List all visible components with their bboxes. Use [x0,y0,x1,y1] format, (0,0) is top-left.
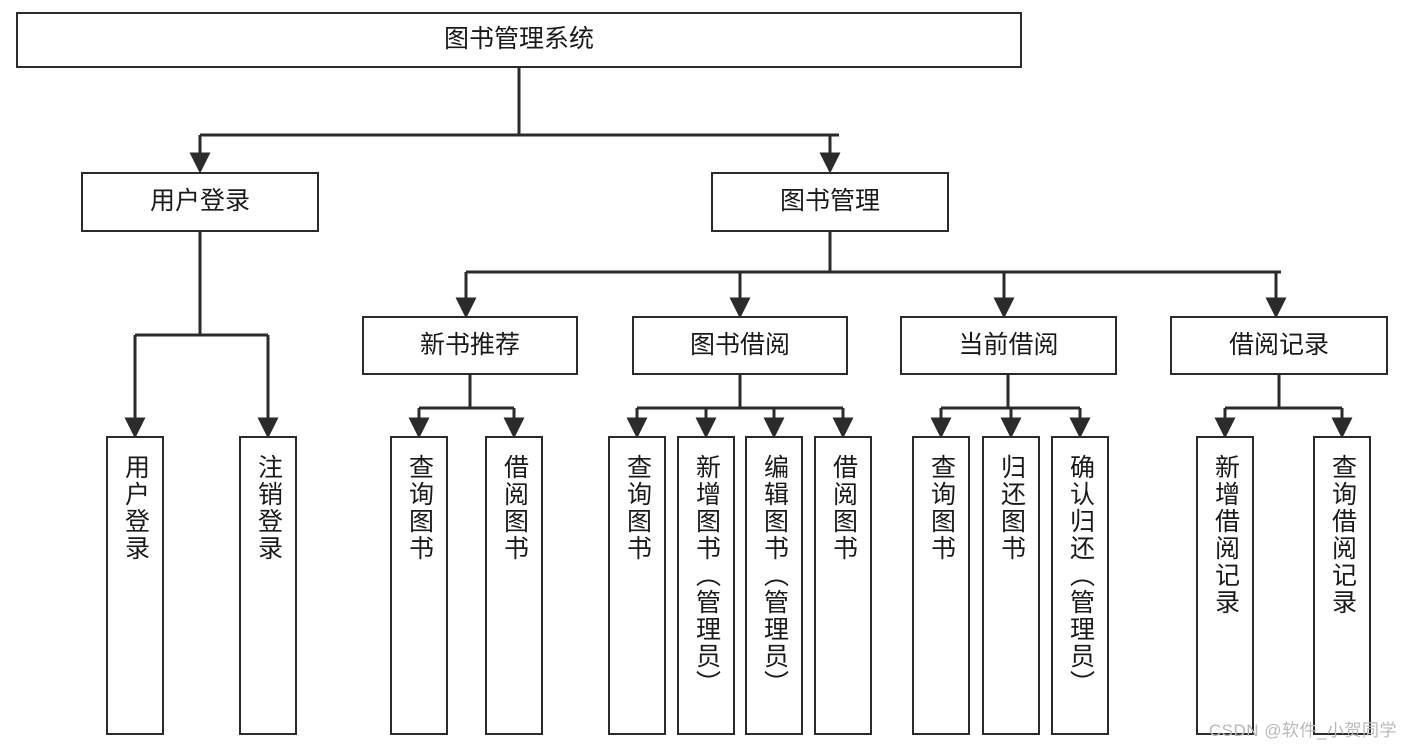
node-leaf-query-record[interactable]: 查询借阅记录 [1313,436,1371,735]
node-leaf-edit-book-label: 编辑图书（管理员） [760,454,789,697]
node-leaf-borrow-book-1-label: 借阅图书 [500,454,529,562]
node-book-borrow[interactable]: 图书借阅 [632,316,848,375]
node-book-manage-label: 图书管理 [779,187,880,216]
node-book-borrow-label: 图书借阅 [689,330,790,359]
node-new-book-recommend[interactable]: 新书推荐 [362,316,578,375]
node-leaf-confirm-return[interactable]: 确认归还（管理员） [1051,436,1109,735]
node-leaf-user-login[interactable]: 用户登录 [106,436,164,735]
node-leaf-add-book-label: 新增图书（管理员） [692,454,721,697]
node-leaf-return-book[interactable]: 归还图书 [982,436,1040,735]
node-root-label: 图书管理系统 [443,25,594,54]
node-leaf-query-book-2-label: 查询图书 [623,454,652,562]
node-leaf-query-book-1[interactable]: 查询图书 [390,436,448,735]
node-leaf-query-book-3[interactable]: 查询图书 [912,436,970,735]
node-leaf-return-book-label: 归还图书 [997,454,1026,562]
node-leaf-add-record-label: 新增借阅记录 [1211,454,1240,616]
node-root[interactable]: 图书管理系统 [16,12,1022,68]
node-user-login-label: 用户登录 [149,187,250,216]
node-leaf-user-login-label: 用户登录 [121,454,150,562]
node-book-manage[interactable]: 图书管理 [711,172,949,232]
node-leaf-query-book-1-label: 查询图书 [405,454,434,562]
node-borrow-record[interactable]: 借阅记录 [1170,316,1388,375]
node-leaf-borrow-book-1[interactable]: 借阅图书 [485,436,543,735]
node-leaf-add-record[interactable]: 新增借阅记录 [1196,436,1254,735]
node-leaf-query-book-3-label: 查询图书 [927,454,956,562]
node-user-login[interactable]: 用户登录 [81,172,319,232]
node-leaf-logout-label: 注销登录 [254,454,283,562]
node-current-borrow[interactable]: 当前借阅 [900,316,1117,375]
node-leaf-logout[interactable]: 注销登录 [239,436,297,735]
node-borrow-record-label: 借阅记录 [1228,330,1329,359]
node-leaf-borrow-book-2[interactable]: 借阅图书 [814,436,872,735]
node-new-book-recommend-label: 新书推荐 [419,330,520,359]
node-current-borrow-label: 当前借阅 [958,330,1059,359]
node-leaf-query-book-2[interactable]: 查询图书 [608,436,666,735]
node-leaf-edit-book[interactable]: 编辑图书（管理员） [745,436,803,735]
node-leaf-query-record-label: 查询借阅记录 [1328,454,1357,616]
node-leaf-add-book[interactable]: 新增图书（管理员） [677,436,735,735]
node-leaf-confirm-return-label: 确认归还（管理员） [1066,454,1095,697]
node-leaf-borrow-book-2-label: 借阅图书 [829,454,858,562]
